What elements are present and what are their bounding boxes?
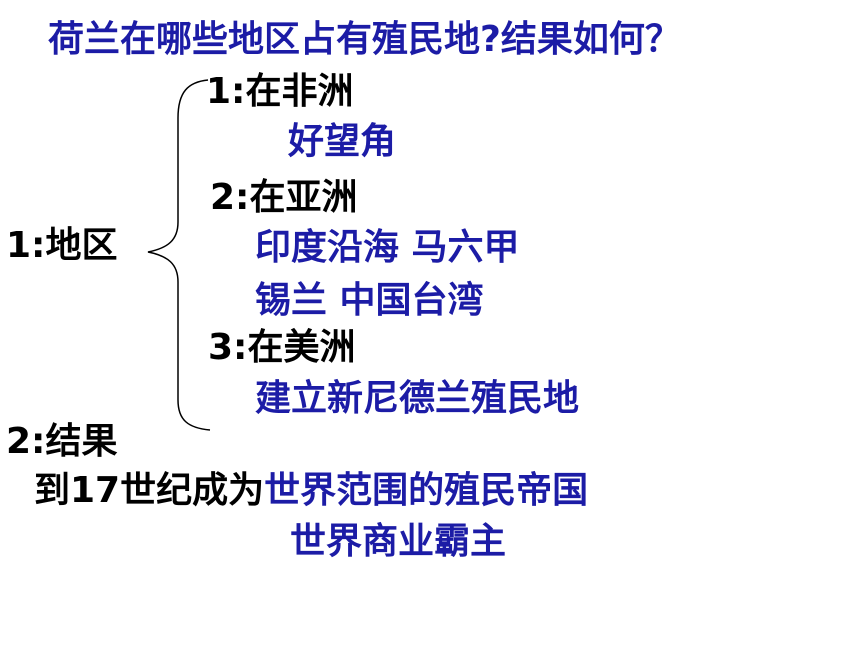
result-line-1-prefix: 到17世纪成为 [34, 470, 265, 511]
result-line-1: 到17世纪成为世界范围的殖民帝国 [34, 473, 588, 509]
slide-title: 荷兰在哪些地区占有殖民地?结果如何？ [48, 19, 681, 60]
asia-places-line-1: 印度沿海 马六甲 [255, 227, 520, 268]
america-colony: 建立新尼德兰殖民地 [255, 378, 580, 419]
region-label: 1:地区 [6, 225, 118, 266]
africa-heading: 1:在非洲 [206, 71, 354, 112]
result-label: 2:结果 [6, 421, 118, 462]
asia-places-line-2: 锡兰 中国台湾 [255, 280, 484, 321]
africa-place: 好望角 [288, 121, 397, 162]
asia-heading: 2:在亚洲 [210, 177, 358, 218]
america-heading: 3:在美洲 [208, 327, 356, 368]
result-line-2: 世界商业霸主 [290, 521, 507, 562]
result-line-1-emphasis: 世界范围的殖民帝国 [264, 470, 589, 511]
